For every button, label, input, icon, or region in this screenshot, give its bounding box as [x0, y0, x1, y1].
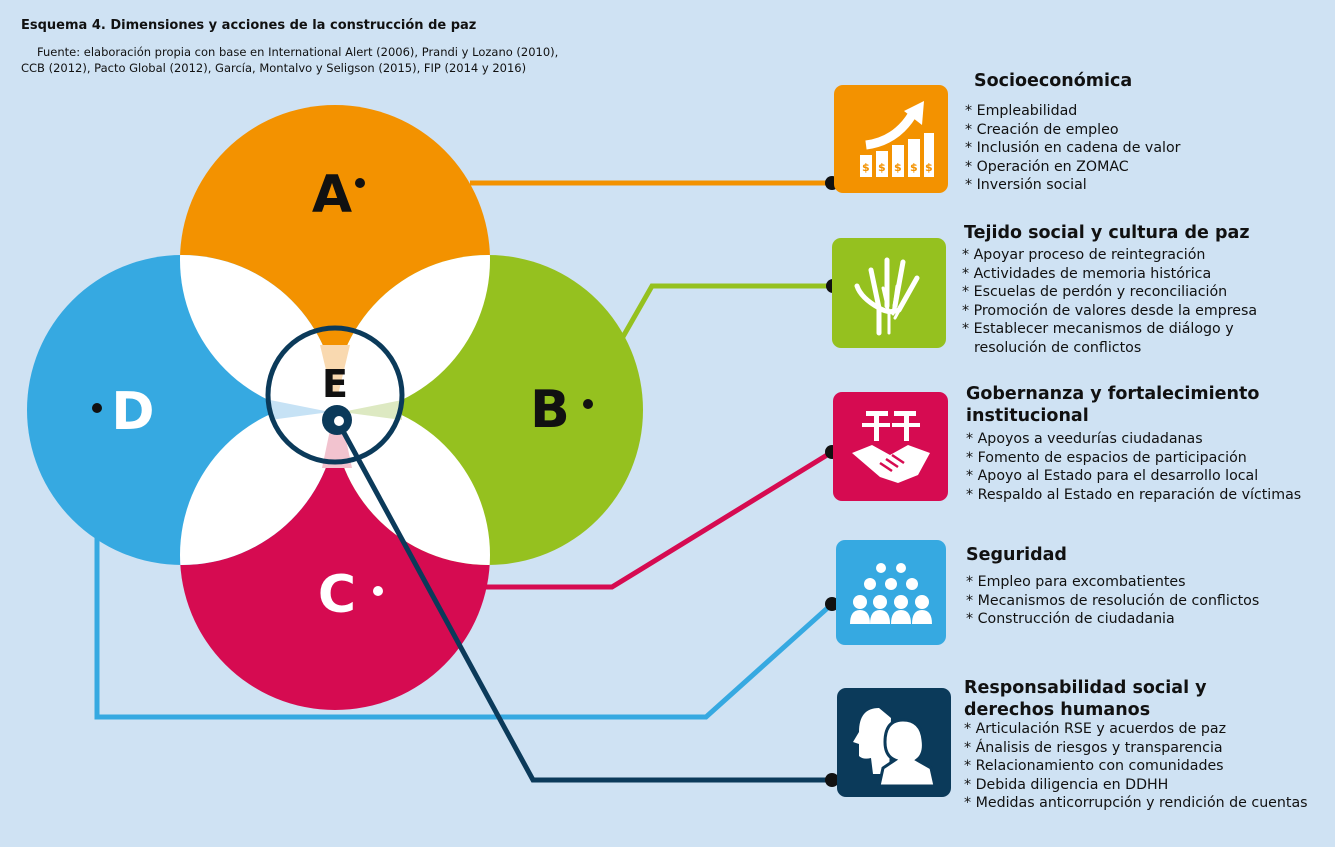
connector-e	[334, 418, 832, 783]
circle-e	[265, 325, 405, 465]
label-c: C	[318, 565, 356, 625]
list-item: resolución de conflictos	[974, 339, 1142, 356]
dimension-title: Tejido social y cultura de paz	[964, 223, 1250, 243]
list-item: * Inversión social	[965, 177, 1087, 193]
people-group-icon	[850, 562, 932, 624]
list-item: * Establecer mecanismos de diálogo y	[962, 321, 1234, 337]
figure-title: Esquema 4. Dimensiones y acciones de la …	[21, 18, 477, 33]
connector-c	[480, 449, 834, 590]
handshake-icon	[851, 410, 930, 483]
dimension-a-socioeconomica: Socioeconómica	[974, 70, 1132, 92]
label-d: D	[111, 382, 154, 442]
list-item: * Relacionamiento con comunidades	[964, 758, 1224, 774]
dimension-b-tejido-social: Tejido social y cultura de paz * Apoyar …	[962, 222, 1258, 357]
svg-text:$: $	[925, 161, 933, 174]
list-item: * Mecanismos de resolución de conflictos	[966, 592, 1260, 609]
tejido-icon-box	[832, 238, 946, 348]
growth-chart-icon: $ $ $ $ $	[860, 101, 934, 177]
responsabilidad-icon-box	[837, 688, 951, 797]
list-item: * Articulación RSE y acuerdos de paz	[964, 721, 1227, 737]
list-item: * Inclusión en cadena de valor	[965, 140, 1181, 156]
label-b: B	[530, 380, 570, 440]
dimension-title-line-1: Gobernanza y fortalecimiento	[966, 384, 1260, 404]
dimension-title: Socioeconómica	[974, 71, 1133, 91]
svg-text:$: $	[894, 161, 902, 174]
dimension-title-line-2: derechos humanos	[964, 700, 1151, 720]
list-item: * Operación en ZOMAC	[965, 158, 1129, 175]
list-item: * Respaldo al Estado en reparación de ví…	[966, 486, 1302, 503]
svg-text:$: $	[910, 161, 918, 174]
list-item: * Creación de empleo	[965, 121, 1119, 138]
label-a: A	[312, 165, 352, 225]
socioeconomica-icon-box: $ $ $ $ $	[834, 85, 948, 193]
hands-icon	[854, 257, 920, 336]
list-item: * Empleabilidad	[965, 103, 1078, 119]
list-item: * Debida diligencia en DDHH	[964, 776, 1169, 793]
svg-text:$: $	[878, 161, 886, 174]
dimension-d-seguridad: Seguridad * Empleo para excombatientes *…	[966, 544, 1259, 629]
list-item: * Medidas anticorrupción y rendición de …	[964, 795, 1308, 811]
seguridad-icon-box	[836, 540, 946, 645]
connector-d	[94, 520, 834, 720]
list-item: * Construcción de ciudadania	[966, 611, 1175, 627]
dimension-e-responsabilidad-social: Responsabilidad social y derechos humano…	[964, 677, 1308, 813]
list-item: * Apoyar proceso de reintegración	[962, 247, 1206, 263]
gobernanza-icon-box	[833, 392, 948, 501]
list-item: * Apoyo al Estado para el desarrollo loc…	[966, 468, 1259, 484]
list-item: * Actividades de memoria histórica	[962, 265, 1212, 282]
label-e: E	[322, 362, 348, 406]
connector-b	[617, 283, 833, 344]
dimension-a-items: * Empleabilidad * Creación de empleo * I…	[965, 102, 1180, 195]
dimension-title-line-2: institucional	[966, 406, 1089, 426]
dimension-title: Seguridad	[966, 545, 1067, 565]
human-profiles-icon	[853, 707, 937, 787]
list-item: * Empleo para excombatientes	[966, 574, 1186, 590]
dimension-title-line-1: Responsabilidad social y	[964, 678, 1207, 698]
dimension-c-gobernanza: Gobernanza y fortalecimiento institucion…	[966, 383, 1301, 504]
list-item: * Promoción de valores desde la empresa	[962, 302, 1258, 319]
list-item: * Escuelas de perdón y reconciliación	[962, 284, 1228, 300]
source-line-2: CCB (2012), Pacto Global (2012), García,…	[21, 61, 527, 75]
svg-text:$: $	[862, 161, 870, 174]
list-item: * Apoyos a veedurías ciudadanas	[966, 431, 1203, 447]
list-item: * Fomento de espacios de participación	[966, 449, 1247, 466]
source-line-1: Fuente: elaboración propia con base en I…	[37, 45, 559, 59]
list-item: * Ánalisis de riesgos y transparencia	[964, 739, 1223, 756]
figure-source: Fuente: elaboración propia con base en I…	[21, 44, 621, 76]
